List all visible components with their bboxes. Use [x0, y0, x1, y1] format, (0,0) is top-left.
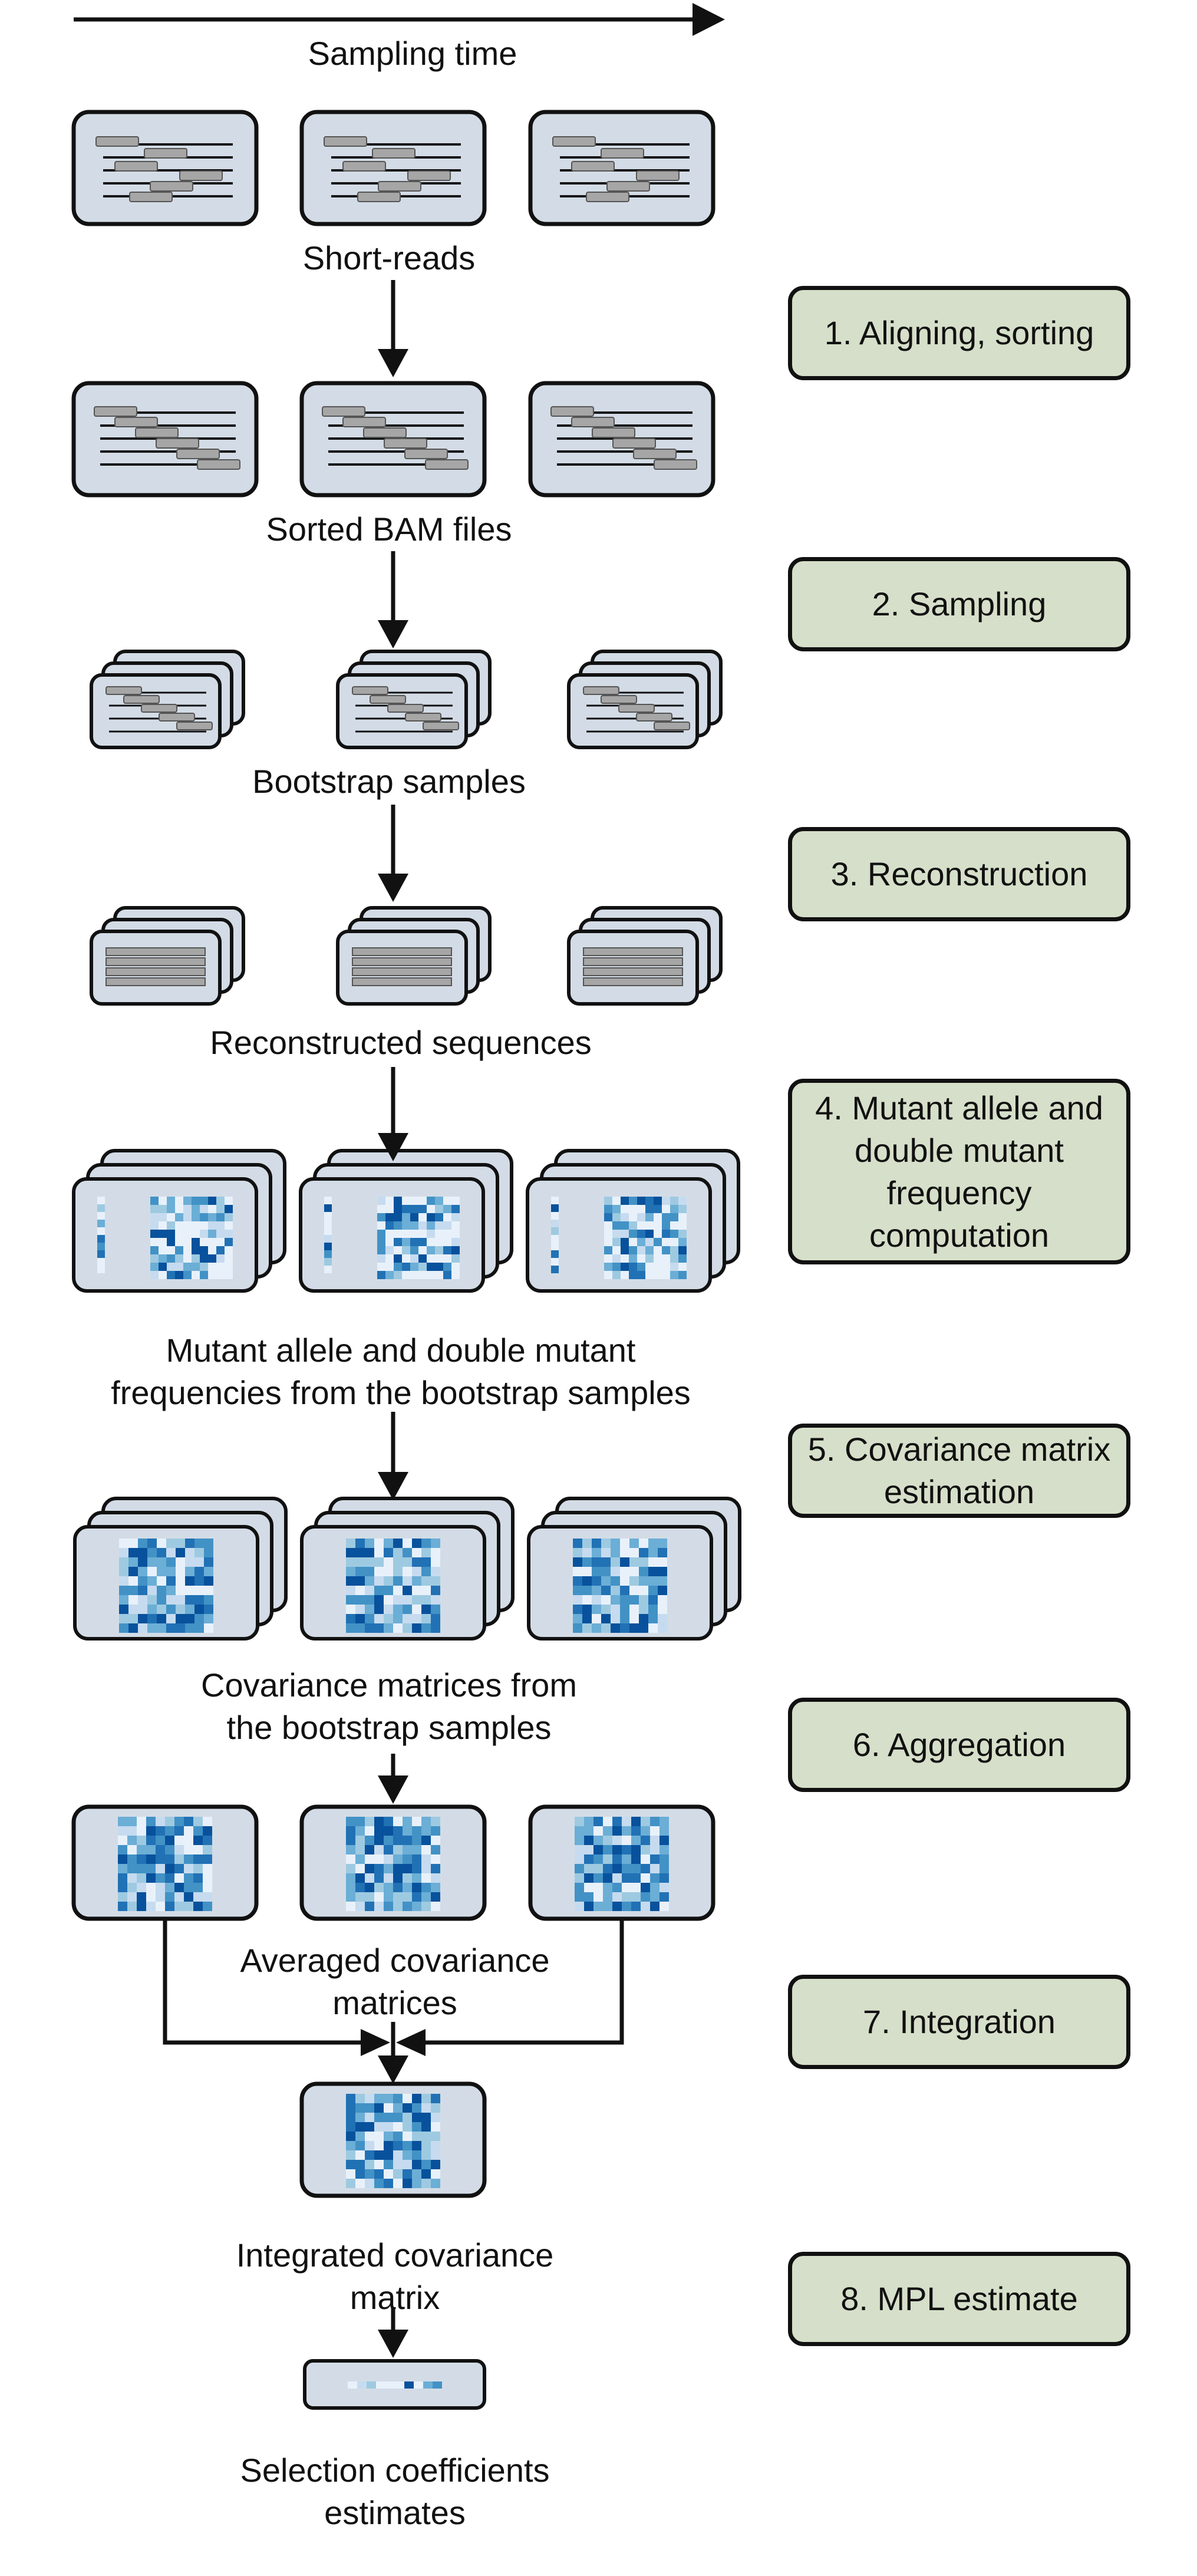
- flow-arrow: [378, 280, 408, 377]
- flow-arrow: [378, 1412, 408, 1500]
- step-aggregation: 6. Aggregation: [788, 1698, 1130, 1792]
- sorted-bam-label: Sorted BAM files: [266, 510, 512, 548]
- bootstrap-samples-stack: [567, 650, 723, 749]
- step-frequency-computation: 4. Mutant allele and double mutant frequ…: [788, 1079, 1130, 1264]
- frequency-stack: [526, 1149, 740, 1293]
- panel-frame: [299, 110, 487, 226]
- reconstructed-sequences-stack: [90, 906, 245, 1006]
- step-sampling: 2. Sampling: [788, 557, 1130, 651]
- step-label: 4. Mutant allele and double mutant frequ…: [815, 1089, 1103, 1254]
- sampling-time-label: Sampling time: [308, 35, 517, 72]
- covariance-heatmap: [573, 1539, 667, 1633]
- sorted-bam-panel: [528, 381, 715, 498]
- integrated-heatmap: [346, 2094, 440, 2188]
- step-mpl-estimate: 8. MPL estimate: [788, 2252, 1130, 2346]
- step-label: 3. Reconstruction: [830, 855, 1088, 892]
- flow-arrow: [378, 551, 408, 648]
- averaged-heatmap: [575, 1817, 669, 1911]
- frequency-heatmap: [377, 1197, 460, 1279]
- step-label: 2. Sampling: [872, 585, 1047, 622]
- integrated-covariance-label: Integrated covariance matrix: [236, 2236, 554, 2316]
- step-label: 7. Integration: [863, 2003, 1056, 2040]
- short-reads-panel: [299, 110, 487, 226]
- panel-frame: [528, 110, 715, 226]
- averaged-covariance-panel: [299, 1804, 487, 1921]
- step-covariance-estimation: 5. Covariance matrix estimation: [788, 1424, 1130, 1518]
- bootstrap-samples-label: Bootstrap samples: [252, 763, 526, 800]
- sorted-bam-panel: [299, 381, 487, 498]
- frequency-stack: [72, 1149, 286, 1293]
- step-label: 5. Covariance matrix estimation: [807, 1431, 1111, 1510]
- covariance-stack: [73, 1497, 288, 1641]
- selection-coefficients-panel: [303, 2359, 486, 2410]
- step-integration: 7. Integration: [788, 1975, 1130, 2069]
- frequency-heatmap: [604, 1197, 687, 1279]
- reconstructed-sequences-stack: [567, 906, 723, 1006]
- flow-arrow: [378, 1067, 408, 1161]
- reconstructed-sequences-stack: [336, 906, 492, 1006]
- averaged-covariance-panel: [71, 1804, 259, 1921]
- bootstrap-samples-stack: [90, 650, 245, 749]
- frequencies-label: Mutant allele and double mutant frequenc…: [111, 1332, 691, 1411]
- averaged-covariance-panel: [528, 1804, 715, 1921]
- flow-arrow: [378, 1754, 408, 1804]
- step-label: 1. Aligning, sorting: [824, 314, 1094, 351]
- covariance-stack: [300, 1497, 515, 1641]
- averaged-heatmap: [118, 1817, 212, 1911]
- frequency-heatmap: [150, 1197, 233, 1279]
- frequency-stack: [299, 1149, 513, 1293]
- flow-arrow: [378, 2055, 408, 2084]
- covariance-stack: [527, 1497, 741, 1641]
- covariance-heatmap: [346, 1539, 440, 1633]
- short-reads-panel: [71, 110, 259, 226]
- short-reads-panel: [528, 110, 715, 226]
- merge-connector: [163, 1919, 624, 2057]
- averaged-covariance-label: Averaged covariance matrices: [240, 1942, 550, 2021]
- integrated-covariance-panel: [299, 2081, 487, 2198]
- selection-coefficients-label: Selection coefficients estimates: [240, 2452, 550, 2531]
- step-label: 8. MPL estimate: [840, 2280, 1078, 2317]
- panel-frame: [71, 110, 259, 226]
- step-aligning-sorting: 1. Aligning, sorting: [788, 286, 1130, 380]
- flow-arrow: [378, 2308, 408, 2358]
- bootstrap-samples-stack: [336, 650, 492, 749]
- step-reconstruction: 3. Reconstruction: [788, 827, 1130, 921]
- covariance-matrices-label: Covariance matrices from the bootstrap s…: [201, 1666, 577, 1746]
- sorted-bam-panel: [71, 381, 259, 498]
- sampling-time-arrow: [74, 3, 725, 36]
- short-reads-label: Short-reads: [302, 239, 476, 276]
- step-label: 6. Aggregation: [852, 1726, 1066, 1763]
- flow-arrow: [378, 805, 408, 902]
- covariance-heatmap: [119, 1539, 213, 1633]
- averaged-heatmap: [346, 1817, 440, 1911]
- reconstructed-sequences-label: Reconstructed sequences: [210, 1024, 592, 1061]
